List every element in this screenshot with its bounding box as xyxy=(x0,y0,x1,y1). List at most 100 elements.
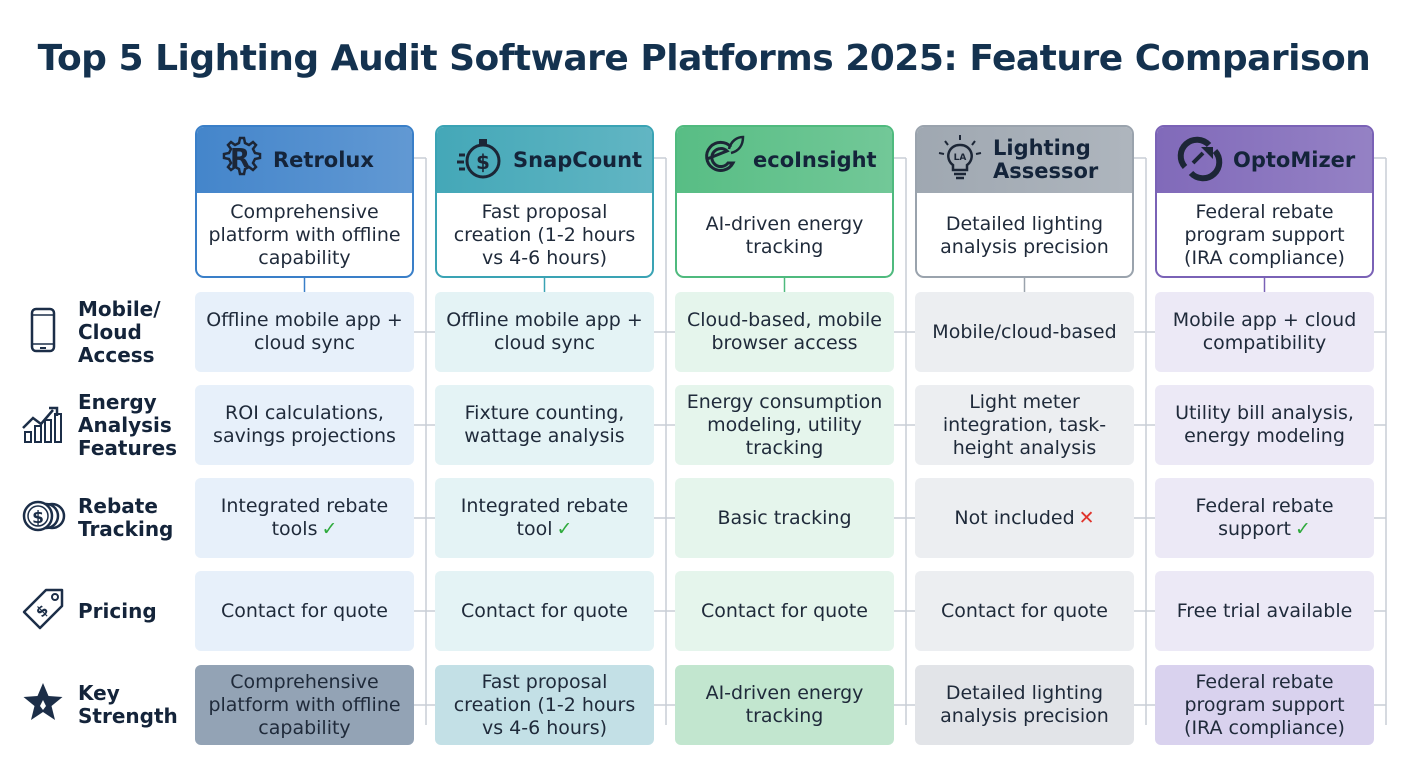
feature-cell: Fixture counting, wattage analysis xyxy=(435,385,654,465)
feature-cell: Offline mobile app + cloud sync xyxy=(195,292,414,372)
feature-text: Contact for quote xyxy=(941,599,1108,622)
platform-header: ecoInsight xyxy=(677,127,892,193)
feature-cell: Mobile app + cloud compatibility xyxy=(1155,292,1374,372)
platform-name: OptoMizer xyxy=(1233,147,1356,172)
svg-text:$: $ xyxy=(476,150,490,174)
svg-text:R: R xyxy=(230,144,250,174)
feature-text: Light meter integration, task-height ana… xyxy=(942,390,1107,459)
platform-description: Detailed lighting analysis precision xyxy=(940,212,1109,258)
feature-cell: Energy consumption modeling, utility tra… xyxy=(675,385,894,465)
gear-r-icon: R xyxy=(215,133,273,187)
feature-cell: Offline mobile app + cloud sync xyxy=(435,292,654,372)
key-strength-cell: Fast proposal creation (1-2 hours vs 4-6… xyxy=(435,665,654,745)
platform-header: $ SnapCount xyxy=(437,127,652,193)
platform-header: R Retrolux xyxy=(197,127,412,193)
platform-description: Federal rebate program support (IRA comp… xyxy=(1184,201,1345,269)
feature-text: Not included xyxy=(954,506,1075,529)
feature-text: Energy consumption modeling, utility tra… xyxy=(686,390,883,459)
bar-chart-trend-icon xyxy=(20,400,78,450)
feature-text: Mobile/cloud-based xyxy=(932,320,1117,343)
feature-text: Integrated rebate tools xyxy=(220,495,389,540)
feature-text: Offline mobile app + cloud sync xyxy=(446,309,643,354)
checkmark-icon: ✓ xyxy=(321,518,338,540)
feature-text: Detailed lighting analysis precision xyxy=(940,682,1109,727)
platform-header: OptoMizer xyxy=(1157,127,1372,193)
row-label-text: Pricing xyxy=(78,598,157,623)
key-strength-cell: Comprehensive platform with offline capa… xyxy=(195,665,414,745)
feature-cell: Contact for quote xyxy=(195,571,414,651)
feature-text: AI-driven energy tracking xyxy=(705,682,864,727)
key-strength-cell: Detailed lighting analysis precision xyxy=(915,665,1134,745)
coins-icon: $ xyxy=(20,493,78,543)
feature-cell: Free trial available xyxy=(1155,571,1374,651)
svg-text:$: $ xyxy=(32,508,44,528)
feature-cell: Cloud-based, mobile browser access xyxy=(675,292,894,372)
key-strength-cell: AI-driven energy tracking xyxy=(675,665,894,745)
feature-cell: ROI calculations, savings projections xyxy=(195,385,414,465)
platform-description: AI-driven energy tracking xyxy=(705,212,864,258)
feature-text: Integrated rebate tool xyxy=(460,495,629,540)
feature-cell: Light meter integration, task-height ana… xyxy=(915,385,1134,465)
feature-text: Cloud-based, mobile browser access xyxy=(686,309,882,354)
feature-text: Fixture counting, wattage analysis xyxy=(464,402,625,447)
checkmark-icon: ✓ xyxy=(556,518,573,540)
feature-text: Federal rebate support xyxy=(1195,495,1334,540)
feature-cell: Contact for quote xyxy=(435,571,654,651)
feature-cell: Utility bill analysis, energy modeling xyxy=(1155,385,1374,465)
feature-text: Free trial available xyxy=(1176,599,1353,622)
smartphone-icon xyxy=(20,307,78,357)
feature-text: Federal rebate program support (IRA comp… xyxy=(1184,670,1345,739)
stopwatch-dollar-icon: $ xyxy=(455,133,513,187)
feature-text: Contact for quote xyxy=(701,599,868,622)
page-title: Top 5 Lighting Audit Software Platforms … xyxy=(37,38,1371,79)
feature-cell: Contact for quote xyxy=(675,571,894,651)
star-icon xyxy=(20,680,78,730)
platform-name: SnapCount xyxy=(513,147,643,172)
feature-text: Contact for quote xyxy=(461,599,628,622)
feature-cell: Federal rebate support✓ xyxy=(1155,478,1374,558)
feature-text: Comprehensive platform with offline capa… xyxy=(208,670,401,739)
feature-text: Basic tracking xyxy=(717,506,852,529)
feature-text: Utility bill analysis, energy modeling xyxy=(1175,402,1354,447)
platform-description: Fast proposal creation (1-2 hours vs 4-6… xyxy=(453,201,636,269)
price-tag-icon: $ xyxy=(20,586,78,636)
platform-name: Retrolux xyxy=(273,147,374,172)
platform-name: Lighting Assessor xyxy=(993,136,1099,183)
platform-description: Comprehensive platform with offline capa… xyxy=(208,201,401,269)
svg-text:LA: LA xyxy=(954,153,967,163)
row-label: $Pricing xyxy=(20,571,190,651)
cross-icon: ✕ xyxy=(1078,506,1095,529)
feature-text: Fast proposal creation (1-2 hours vs 4-6… xyxy=(453,670,636,739)
leaf-e-icon xyxy=(695,133,753,187)
feature-text: Contact for quote xyxy=(221,599,388,622)
platform-header: LA Lighting Assessor xyxy=(917,127,1132,193)
feature-cell: Not included✕ xyxy=(915,478,1134,558)
feature-cell: Mobile/cloud-based xyxy=(915,292,1134,372)
key-strength-cell: Federal rebate program support (IRA comp… xyxy=(1155,665,1374,745)
arrow-target-icon xyxy=(1175,133,1233,187)
feature-text: Offline mobile app + cloud sync xyxy=(206,309,403,354)
feature-cell: Integrated rebate tools✓ xyxy=(195,478,414,558)
platform-name: ecoInsight xyxy=(753,147,877,172)
feature-cell: Contact for quote xyxy=(915,571,1134,651)
feature-text: ROI calculations, savings projections xyxy=(213,402,396,447)
feature-cell: Basic tracking xyxy=(675,478,894,558)
feature-cell: Integrated rebate tool✓ xyxy=(435,478,654,558)
feature-text: Mobile app + cloud compatibility xyxy=(1172,309,1357,354)
lightbulb-la-icon: LA xyxy=(935,133,993,187)
